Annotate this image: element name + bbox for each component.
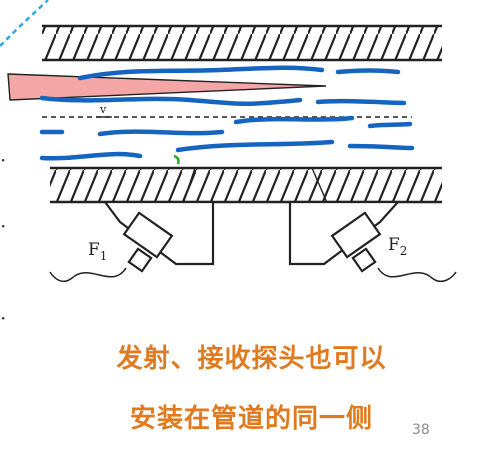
flow-streamlines	[39, 65, 415, 161]
pipe-top-wall	[42, 24, 442, 62]
edge-glyph-fragment: ·	[0, 214, 7, 238]
caption-line-1: 发射、接收探头也可以	[116, 344, 387, 374]
pipe-bottom-wall	[50, 166, 442, 204]
ultrasonic-beam	[7, 73, 327, 101]
probe-f1-label: F1	[88, 240, 107, 263]
edge-glyph-fragment: ·	[0, 148, 7, 172]
probe-f1-icon	[49, 200, 215, 283]
caption-line-2: 安装在管道的同一侧	[129, 404, 373, 434]
green-mark	[173, 154, 180, 165]
probe-f2-icon	[288, 200, 457, 283]
page-number: 38	[412, 422, 430, 438]
probe-f2-label: F2	[388, 235, 407, 258]
edge-glyph-fragment: ·	[0, 306, 7, 330]
velocity-label: v	[99, 103, 107, 116]
corner-accent-icon	[0, 0, 49, 47]
